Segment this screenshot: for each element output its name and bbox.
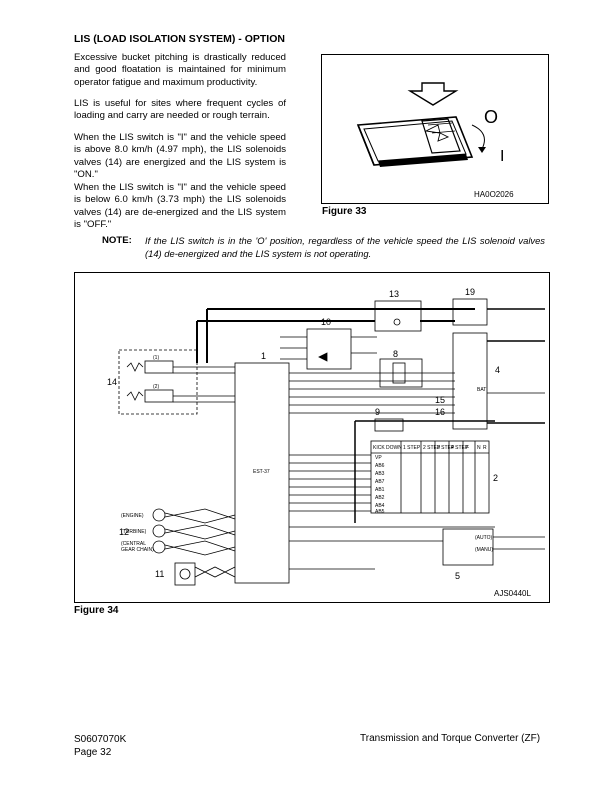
table-row-ab1: AB1 bbox=[375, 487, 385, 493]
callout-8: 8 bbox=[393, 349, 398, 359]
callout-16: 16 bbox=[435, 407, 445, 417]
callout-4: 4 bbox=[495, 365, 500, 375]
callout-10: 10 bbox=[321, 317, 331, 327]
callout-15: 15 bbox=[435, 395, 445, 405]
sensor-label-gear-chain: GEAR CHAIN) bbox=[121, 547, 154, 553]
callout-9: 9 bbox=[375, 407, 380, 417]
table-header-n: N bbox=[477, 445, 481, 451]
table-header-f: F bbox=[466, 445, 469, 451]
callout-1: 1 bbox=[261, 351, 266, 361]
controller-label: EST-37 bbox=[253, 469, 270, 475]
table-row-vp: VP bbox=[375, 455, 382, 461]
footer-doc-code: S0607070K bbox=[74, 734, 127, 745]
callout-5: 5 bbox=[455, 571, 460, 581]
footer-chapter: Transmission and Torque Converter (ZF) bbox=[360, 733, 541, 744]
table-row-ab2: AB2 bbox=[375, 495, 385, 501]
callout-2: 2 bbox=[493, 473, 498, 483]
switch-label-off: O bbox=[484, 107, 498, 127]
footer-page-number: Page 32 bbox=[74, 747, 112, 758]
table-header-r: R bbox=[483, 445, 487, 451]
figure-33-frame: O I bbox=[321, 54, 549, 204]
figure-33-code: HA0O2026 bbox=[474, 190, 514, 199]
paragraph-2: LIS is useful for sites where frequent c… bbox=[74, 98, 286, 122]
sensor-label-turbine: (TURBINE) bbox=[121, 529, 147, 535]
switch-label-auto: (AUTO) bbox=[475, 535, 492, 541]
table-row-ab5: AB5 bbox=[375, 509, 385, 515]
table-header-kickdown: KICK DOWN bbox=[373, 445, 402, 451]
callout-14: 14 bbox=[107, 377, 117, 387]
valve-label-2: (2) bbox=[153, 384, 159, 390]
callout-13: 13 bbox=[389, 289, 399, 299]
switch-label-on: I bbox=[500, 148, 504, 165]
footer-left: S0607070K Page 32 bbox=[74, 733, 126, 759]
lis-wiring-schematic: 1 2 4 5 8 9 10 11 12 13 14 15 16 19 EST-… bbox=[107, 287, 545, 586]
figure-33-caption: Figure 33 bbox=[322, 206, 367, 217]
sensor-label-engine: (ENGINE) bbox=[121, 513, 144, 519]
valve-label-1: (1) bbox=[153, 355, 159, 361]
table-row-ab3: AB3 bbox=[375, 471, 385, 477]
section-title: LIS (LOAD ISOLATION SYSTEM) - OPTION bbox=[74, 33, 285, 45]
callout-19: 19 bbox=[465, 287, 475, 297]
figure-34-frame: 1 2 4 5 8 9 10 11 12 13 14 15 16 19 EST-… bbox=[74, 272, 550, 603]
figure-34-caption: Figure 34 bbox=[74, 605, 119, 616]
switch-label-manu: (MANU) bbox=[475, 547, 493, 553]
sensor-label-central: (CENTRAL bbox=[121, 541, 146, 547]
table-row-ab7: AB7 bbox=[375, 479, 385, 485]
table-header-4: 4 STEP bbox=[451, 445, 469, 451]
note-text: If the LIS switch is in the 'O' position… bbox=[145, 235, 545, 259]
note-label: NOTE: bbox=[102, 235, 132, 246]
callout-11: 11 bbox=[155, 569, 164, 579]
table-row-ab4: AB4 bbox=[375, 503, 385, 509]
callout-12: 12 bbox=[119, 527, 129, 537]
paragraph-4: When the LIS switch is "I" and the vehic… bbox=[74, 182, 286, 231]
paragraph-1: Excessive bucket pitching is drastically… bbox=[74, 52, 286, 88]
figure-34-code: AJS0440L bbox=[494, 589, 531, 598]
table-header-2: 2 STEP bbox=[423, 445, 441, 451]
paragraph-3: When the LIS switch is "I" and the vehic… bbox=[74, 132, 286, 181]
table-header-1: 1 STEP bbox=[403, 445, 421, 451]
lis-switch-illustration: O I bbox=[356, 82, 504, 167]
table-header-3: 3 STEP bbox=[437, 445, 455, 451]
relay-label-bat: BAT bbox=[477, 387, 486, 393]
table-row-ab6: AB6 bbox=[375, 463, 385, 469]
